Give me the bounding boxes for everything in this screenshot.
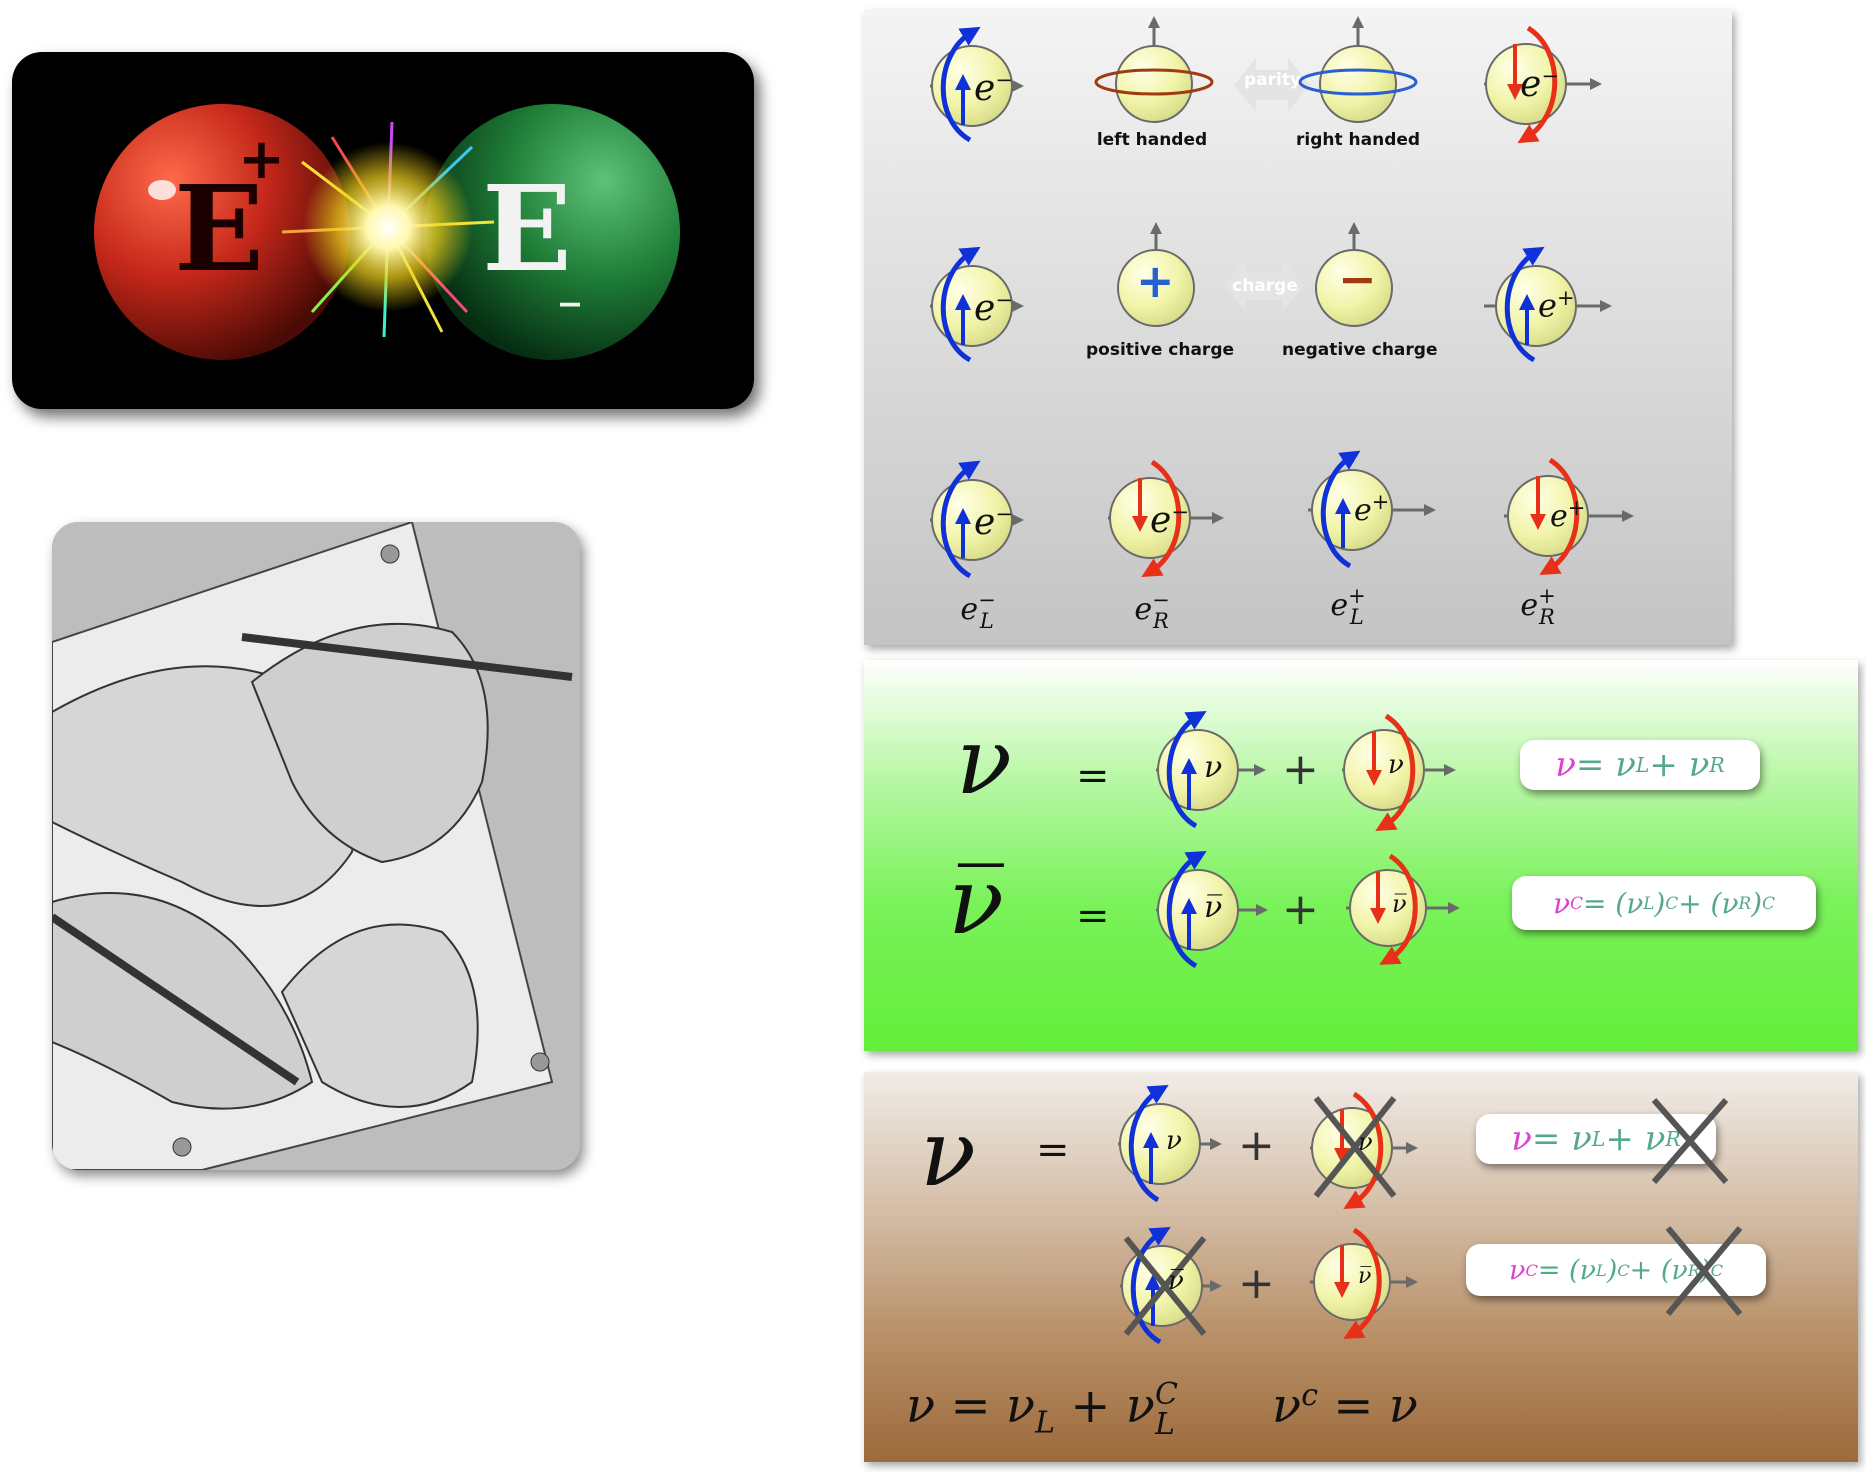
positron-letter: E bbox=[174, 159, 264, 298]
electron-letter: E bbox=[482, 159, 572, 298]
electron-label-r2l: e− bbox=[974, 288, 1013, 329]
nubar-symbol: ν̅ bbox=[948, 848, 1004, 955]
plus-1: + bbox=[1282, 744, 1319, 795]
positron-sphere bbox=[94, 104, 350, 360]
row3-sphere-text-3: e+ bbox=[1354, 490, 1390, 528]
positron-right-icon-row3 bbox=[1504, 457, 1634, 576]
majorana-sphere-nu-2: ν bbox=[1358, 1128, 1373, 1156]
drawing-hands-illustration bbox=[52, 522, 580, 1170]
row3-sphere-text-4: e+ bbox=[1550, 496, 1586, 534]
parity-charge-panel: e− left handed parity right handed e− e−… bbox=[864, 10, 1732, 645]
majorana-self-conjugate-formula: νc = ν bbox=[1272, 1378, 1418, 1434]
positron-spin-icon-row2 bbox=[1484, 246, 1612, 363]
nubar-left-spin-icon bbox=[1156, 850, 1268, 969]
electron-left-spin-icon bbox=[930, 26, 1024, 143]
negative-charge-sphere-icon bbox=[1315, 222, 1393, 327]
electron-spin-icon-row2 bbox=[930, 246, 1024, 363]
electron-sphere bbox=[424, 104, 680, 360]
positive-symbol: + bbox=[1136, 254, 1175, 308]
equals-1: = bbox=[1076, 753, 1110, 799]
electron-positron-logo: E + E _ bbox=[12, 52, 754, 409]
majorana-sphere-nubar-2: ν̅ bbox=[1358, 1264, 1372, 1289]
label-e-minus-L: e−L bbox=[960, 588, 996, 633]
sphere-nu-2: ν bbox=[1388, 750, 1404, 780]
electron-label-r1r: e− bbox=[1520, 64, 1559, 105]
label-e-minus-R: e−R bbox=[1134, 588, 1170, 633]
electron-right-icon-row3 bbox=[1108, 459, 1224, 578]
electron-sign: _ bbox=[560, 261, 580, 307]
majorana-plus-2: + bbox=[1238, 1258, 1275, 1309]
positron-left-icon-row3 bbox=[1308, 450, 1436, 569]
label-e-plus-R: e+R bbox=[1520, 584, 1556, 629]
equals-2: = bbox=[1076, 893, 1110, 939]
electron-right-spin-icon bbox=[1484, 25, 1602, 144]
cross-mark-icon-2 bbox=[1665, 1226, 1743, 1316]
negative-symbol: − bbox=[1338, 252, 1377, 306]
parity-chip: parity bbox=[1244, 70, 1302, 90]
majorana-plus-1: + bbox=[1238, 1120, 1275, 1171]
majorana-equals: = bbox=[1036, 1127, 1070, 1173]
parity-arrow-icon bbox=[1234, 58, 1310, 112]
left-handed-label: left handed bbox=[1096, 130, 1208, 150]
crossed-nu-right-spin-icon bbox=[1310, 1091, 1418, 1210]
plus-2: + bbox=[1282, 884, 1319, 935]
majorana-nu-symbol: ν bbox=[920, 1100, 976, 1207]
right-handed-label: right handed bbox=[1296, 130, 1421, 150]
nu-left-spin-icon bbox=[1156, 710, 1266, 829]
crossed-nubar-left-spin-icon bbox=[1120, 1226, 1222, 1345]
electron-label-r1l: e− bbox=[974, 68, 1013, 109]
row3-sphere-text-2: e− bbox=[1150, 500, 1189, 541]
negative-charge-label: negative charge bbox=[1282, 340, 1438, 360]
left-handed-sphere-icon bbox=[1094, 15, 1214, 123]
electron-left-icon-row3 bbox=[930, 460, 1024, 579]
annihilation-flash-icon bbox=[281, 121, 495, 338]
sphere-nu-1: ν bbox=[1204, 750, 1223, 785]
positron-label-r2r: e+ bbox=[1538, 286, 1575, 325]
majorana-nu-left-spin-icon bbox=[1118, 1084, 1222, 1203]
nu-right-spin-icon bbox=[1342, 713, 1456, 832]
cross-mark-icon bbox=[1651, 1098, 1729, 1184]
positive-charge-label: positive charge bbox=[1086, 340, 1235, 360]
majorana-formula-2-wrap: νC = (νL)C + (νR)C bbox=[1466, 1226, 1766, 1316]
majorana-sphere-nubar-1: ν̅ bbox=[1168, 1266, 1184, 1296]
positron-sign: + bbox=[238, 127, 285, 192]
label-e-plus-L: e+L bbox=[1330, 584, 1366, 629]
sphere-nubar-1: ν̅ bbox=[1204, 890, 1223, 925]
sphere-nubar-2: ν̅ bbox=[1392, 890, 1407, 918]
majorana-nubar-right-spin-icon bbox=[1310, 1227, 1418, 1339]
nu-symbol: ν bbox=[956, 708, 1012, 815]
majorana-sphere-nu-1: ν bbox=[1166, 1126, 1182, 1156]
charge-chip: charge bbox=[1232, 276, 1298, 296]
positive-charge-sphere-icon bbox=[1117, 222, 1195, 327]
nubar-right-spin-icon bbox=[1346, 853, 1460, 965]
right-handed-sphere-icon bbox=[1298, 15, 1418, 123]
charge-arrow-icon bbox=[1224, 260, 1304, 312]
row3-sphere-text-1: e− bbox=[974, 502, 1013, 543]
